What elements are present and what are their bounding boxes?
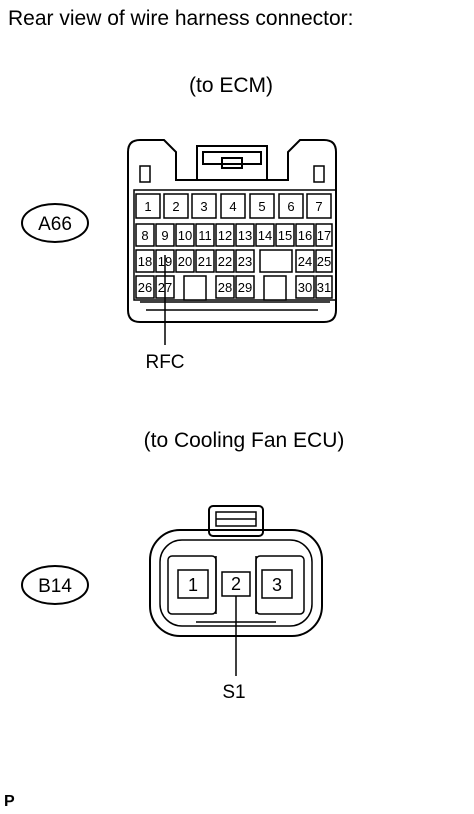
pin-label: 10 — [178, 228, 192, 243]
connector-a-pins — [135, 193, 333, 301]
pin-label: 21 — [198, 254, 212, 269]
connector-a-code-oval — [21, 203, 89, 243]
pin-label: 24 — [298, 254, 312, 269]
pin-cell-a66-10 — [175, 223, 195, 247]
pin-label: 14 — [258, 228, 272, 243]
pin-label: 15 — [278, 228, 292, 243]
pin-label: 1 — [144, 199, 151, 214]
pin-cell-a66-gap-left — [183, 275, 207, 301]
pin-label: 8 — [141, 228, 148, 243]
connector-a-callout: RFC — [145, 352, 184, 373]
pin-label: 7 — [315, 199, 322, 214]
pin-cell-a66-18 — [135, 249, 155, 273]
pin-cell-a66-20 — [175, 249, 195, 273]
pin-cell-b14-1 — [177, 569, 209, 599]
connector-b-code: B14 — [38, 576, 72, 597]
pin-cell-a66-2 — [163, 193, 189, 219]
pin-cell-a66-21 — [195, 249, 215, 273]
pin-label: 22 — [218, 254, 232, 269]
pin-label: 28 — [218, 280, 232, 295]
pin-label: 3 — [272, 575, 282, 595]
pin-label: 2 — [172, 199, 179, 214]
pin-cell-a66-4 — [220, 193, 246, 219]
pin-cell-a66-28 — [215, 275, 235, 299]
pin-cell-a66-24 — [295, 249, 315, 273]
connector-a-destination: (to ECM) — [189, 74, 273, 97]
connector-b-callout: S1 — [222, 682, 245, 703]
pin-label: 25 — [317, 254, 331, 269]
pin-label: 2 — [231, 574, 241, 594]
pin-cell-a66-3 — [191, 193, 217, 219]
pin-label: 20 — [178, 254, 192, 269]
pin-label: 12 — [218, 228, 232, 243]
pin-cell-a66-30 — [295, 275, 315, 299]
pin-cell-a66-6 — [278, 193, 304, 219]
connector-b-code-badge: B14 — [21, 565, 89, 605]
pin-cell-a66-23 — [235, 249, 255, 273]
pin-cell-a66-17 — [315, 223, 333, 247]
pin-label: 4 — [229, 199, 236, 214]
pin-label: 13 — [238, 228, 252, 243]
pin-label: 1 — [188, 575, 198, 595]
pin-cell-a66-8 — [135, 223, 155, 247]
pin-cell-a66-1 — [135, 193, 161, 219]
pin-cell-a66-11 — [195, 223, 215, 247]
connector-b-pin-labels: 1 2 3 — [188, 574, 282, 595]
pin-cell-a66-29 — [235, 275, 255, 299]
pin-label: 26 — [138, 280, 152, 295]
pin-label: 16 — [298, 228, 312, 243]
pin-cell-b14-3 — [261, 569, 293, 599]
diagram-title: Rear view of wire harness connector: — [8, 7, 354, 30]
pin-label: 30 — [298, 280, 312, 295]
pin-label: 5 — [258, 199, 265, 214]
pin-label: 23 — [238, 254, 252, 269]
pin-label: 29 — [238, 280, 252, 295]
pin-label: 6 — [287, 199, 294, 214]
footer-mark: P — [4, 793, 15, 810]
pin-cell-a66-12 — [215, 223, 235, 247]
pin-cell-a66-22 — [215, 249, 235, 273]
connector-b-pins — [177, 569, 293, 599]
pin-cell-a66-blank — [259, 249, 293, 273]
pin-cell-a66-14 — [255, 223, 275, 247]
connector-b-code-oval — [21, 565, 89, 605]
pin-label: 31 — [317, 280, 331, 295]
pin-label: 3 — [200, 199, 207, 214]
pin-cell-a66-16 — [295, 223, 315, 247]
pin-cell-a66-31 — [315, 275, 333, 299]
pin-cell-a66-15 — [275, 223, 295, 247]
pin-cell-a66-5 — [249, 193, 275, 219]
pin-cell-a66-13 — [235, 223, 255, 247]
pin-cell-a66-gap-right — [263, 275, 287, 301]
connector-b-destination: (to Cooling Fan ECU) — [144, 429, 345, 452]
pin-cell-a66-9 — [155, 223, 175, 247]
connector-a-code-badge: A66 — [21, 203, 89, 243]
pin-label: 11 — [198, 228, 212, 243]
pin-cell-a66-25 — [315, 249, 333, 273]
connector-a-code: A66 — [38, 214, 72, 235]
pin-cell-a66-26 — [135, 275, 155, 299]
connector-a-body — [127, 139, 337, 323]
pin-cell-a66-7 — [306, 193, 332, 219]
pin-label: 9 — [161, 228, 168, 243]
pin-label: 17 — [317, 228, 331, 243]
pin-label: 18 — [138, 254, 152, 269]
